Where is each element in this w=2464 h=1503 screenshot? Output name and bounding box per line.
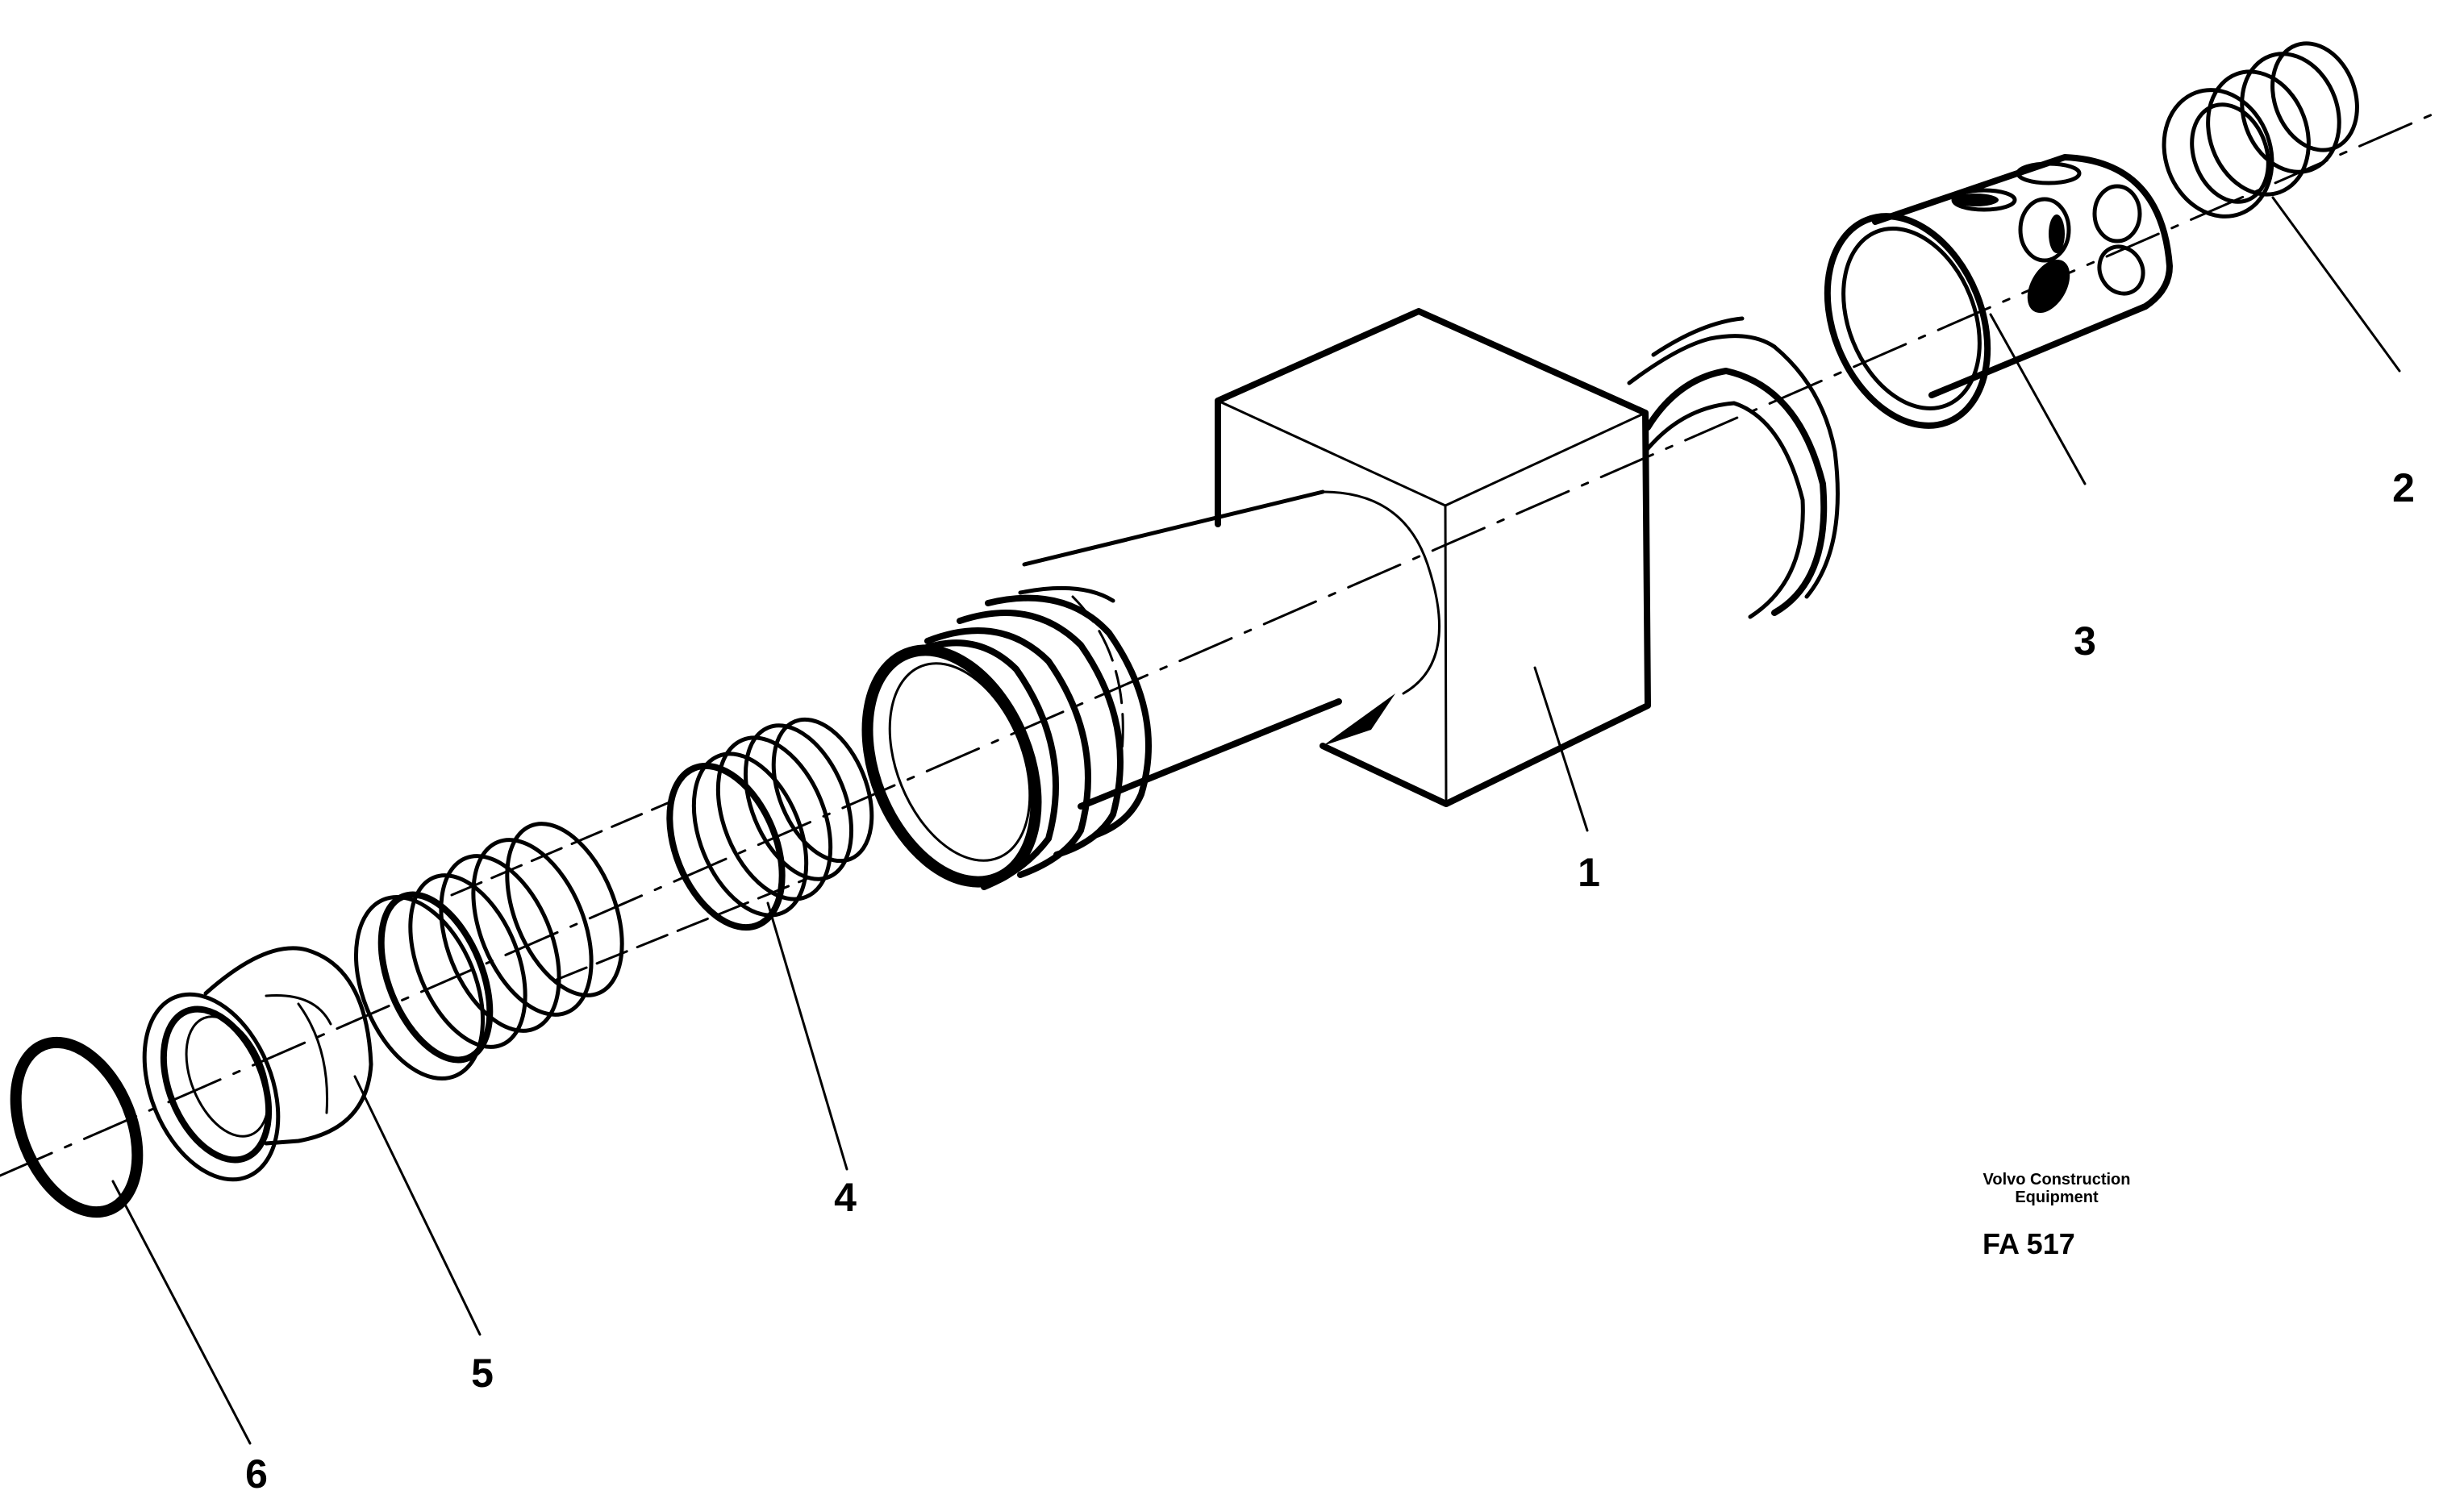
callout-3: 3 bbox=[2074, 618, 2096, 664]
callout-4: 4 bbox=[834, 1175, 857, 1220]
figure-id: FA 517 bbox=[1982, 1227, 2075, 1260]
part-4-spring-assembly bbox=[353, 717, 874, 1081]
callout-2: 2 bbox=[2392, 465, 2415, 510]
housing-shadow-wedge bbox=[1323, 693, 1395, 746]
part-1-housing bbox=[861, 308, 1840, 890]
part-2-spring bbox=[2162, 41, 2359, 219]
callout-5: 5 bbox=[471, 1351, 494, 1396]
callout-6: 6 bbox=[245, 1451, 268, 1497]
credit-line-2: Equipment bbox=[2015, 1189, 2099, 1206]
part-3-perforated-sleeve bbox=[1824, 154, 2173, 429]
credit-line-1: Volvo Construction bbox=[1982, 1171, 2131, 1189]
leader-1 bbox=[1533, 666, 1589, 832]
callout-1: 1 bbox=[1578, 850, 1600, 895]
leader-lines bbox=[111, 196, 2401, 1445]
leader-6 bbox=[111, 1180, 252, 1445]
manufacturer-credit: Volvo Construction Equipment bbox=[1968, 1171, 2145, 1206]
part-5-bushing bbox=[142, 946, 373, 1182]
leader-5 bbox=[353, 1075, 482, 1336]
leader-2 bbox=[2271, 196, 2401, 373]
part-6-o-ring bbox=[10, 1036, 144, 1218]
leader-4 bbox=[766, 901, 848, 1171]
leader-3 bbox=[1989, 313, 2087, 485]
